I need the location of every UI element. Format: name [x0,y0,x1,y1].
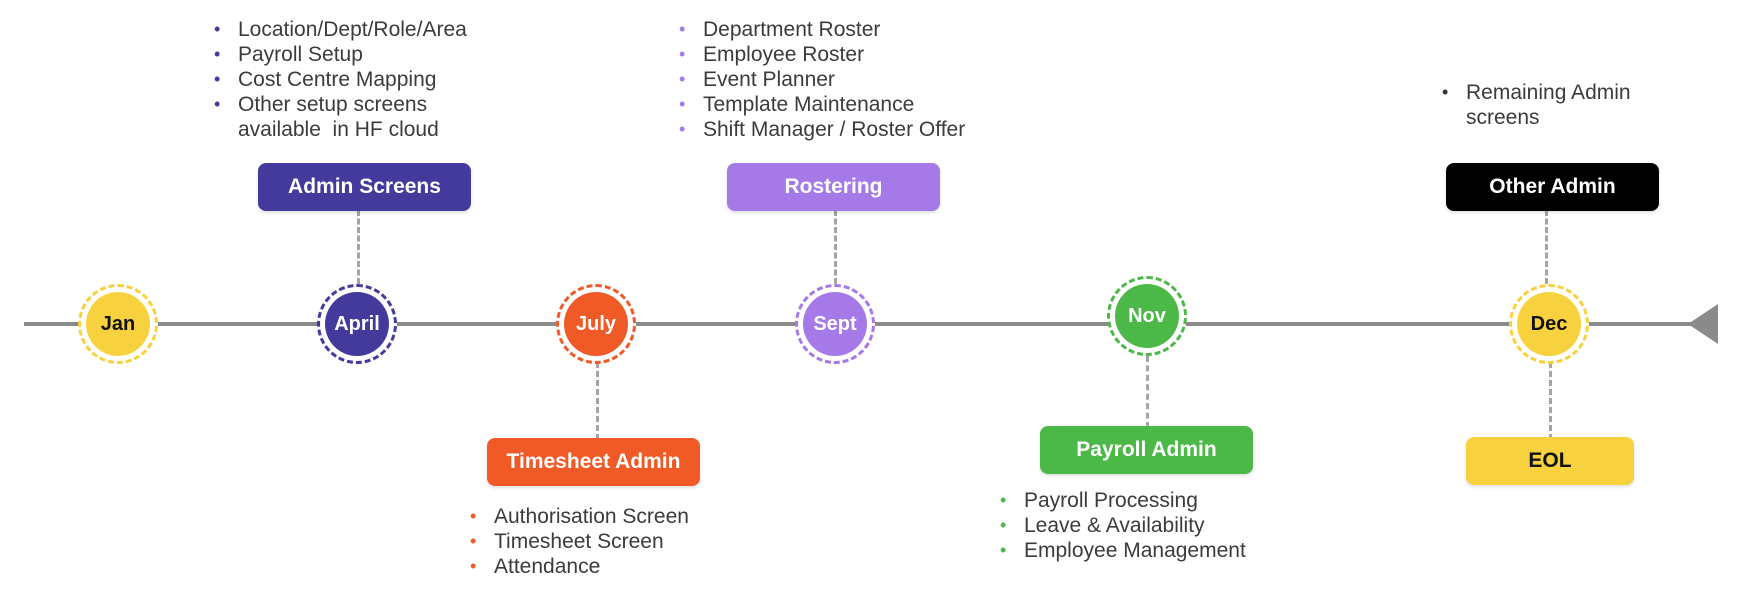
list-item: •Location/Dept/Role/Area [214,18,467,41]
list-item: •Payroll Setup [214,43,363,66]
milestone-july: July [556,284,636,364]
phase-payroll-admin-label: Payroll Admin [1076,438,1217,461]
bullet-icon: • [214,94,221,114]
list-item: •Employee Management [1000,539,1246,562]
list-item: •Payroll Processing [1000,489,1198,512]
timesheet-admin-list: •Authorisation Screen •Timesheet Screen … [468,504,689,579]
connector-july [596,362,599,440]
connector-dec-down [1549,362,1552,440]
list-item: available in HF cloud [238,118,439,141]
bullet-icon: • [214,44,221,64]
milestone-july-label: July [575,312,617,335]
phase-timesheet-admin: Timesheet Admin [487,438,700,486]
milestone-nov-dot: Nov [1115,284,1179,348]
milestone-april-dot: April [325,292,389,356]
bullet-icon: • [1442,82,1449,102]
phase-admin-screens: Admin Screens [258,163,471,211]
bullet-icon: • [679,19,686,39]
admin-screens-list: •Location/Dept/Role/Area •Payroll Setup … [212,17,467,142]
list-item: •Other setup screens [214,93,428,116]
list-item: •Template Maintenance [679,93,915,116]
phase-rostering-label: Rostering [784,175,883,198]
bullet-icon: • [214,69,221,89]
milestone-april: April [317,284,397,364]
list-item: •Remaining Admin [1442,81,1631,104]
bullet-icon: • [1000,540,1007,560]
bullet-icon: • [679,119,686,139]
list-item: •Employee Roster [679,43,865,66]
bullet-icon: • [470,506,477,526]
payroll-admin-list: •Payroll Processing •Leave & Availabilit… [998,488,1246,563]
connector-sept [834,210,837,284]
bullet-icon: • [1000,490,1007,510]
bullet-icon: • [679,44,686,64]
list-item: •Leave & Availability [1000,514,1205,537]
milestone-sept-label: Sept [813,312,857,335]
list-item: screens [1466,106,1540,129]
connector-april [357,210,360,284]
milestone-dec-label: Dec [1530,312,1568,335]
milestone-april-label: April [334,312,380,335]
milestone-july-dot: July [564,292,628,356]
bullet-icon: • [1000,515,1007,535]
list-item: •Attendance [470,555,601,578]
connector-nov [1146,356,1149,428]
list-item: •Shift Manager / Roster Offer [679,118,966,141]
rostering-list: •Department Roster •Employee Roster •Eve… [677,17,965,142]
bullet-icon: • [679,69,686,89]
milestone-jan: Jan [78,284,158,364]
milestone-nov-label: Nov [1128,304,1166,327]
bullet-icon: • [214,19,221,39]
bullet-icon: • [679,94,686,114]
milestone-jan-label: Jan [100,312,136,335]
phase-rostering: Rostering [727,163,940,211]
list-item: •Cost Centre Mapping [214,68,437,91]
timeline-arrow-icon [1688,304,1718,344]
milestone-sept-dot: Sept [803,292,867,356]
list-item: •Department Roster [679,18,881,41]
milestone-sept: Sept [795,284,875,364]
phase-other-admin-label: Other Admin [1489,175,1616,198]
other-admin-list: •Remaining Admin screens [1440,80,1631,130]
phase-eol-label: EOL [1528,449,1572,472]
milestone-jan-dot: Jan [86,292,150,356]
bullet-icon: • [470,556,477,576]
phase-eol: EOL [1466,437,1634,485]
list-item: •Event Planner [679,68,835,91]
bullet-icon: • [470,531,477,551]
phase-other-admin: Other Admin [1446,163,1659,211]
list-item: •Timesheet Screen [470,530,664,553]
list-item: •Authorisation Screen [470,505,689,528]
phase-admin-screens-label: Admin Screens [288,175,441,198]
phase-payroll-admin: Payroll Admin [1040,426,1253,474]
connector-dec-up [1545,210,1548,284]
phase-timesheet-admin-label: Timesheet Admin [506,450,681,473]
milestone-dec-dot: Dec [1517,292,1581,356]
milestone-nov: Nov [1107,276,1187,356]
milestone-dec: Dec [1509,284,1589,364]
